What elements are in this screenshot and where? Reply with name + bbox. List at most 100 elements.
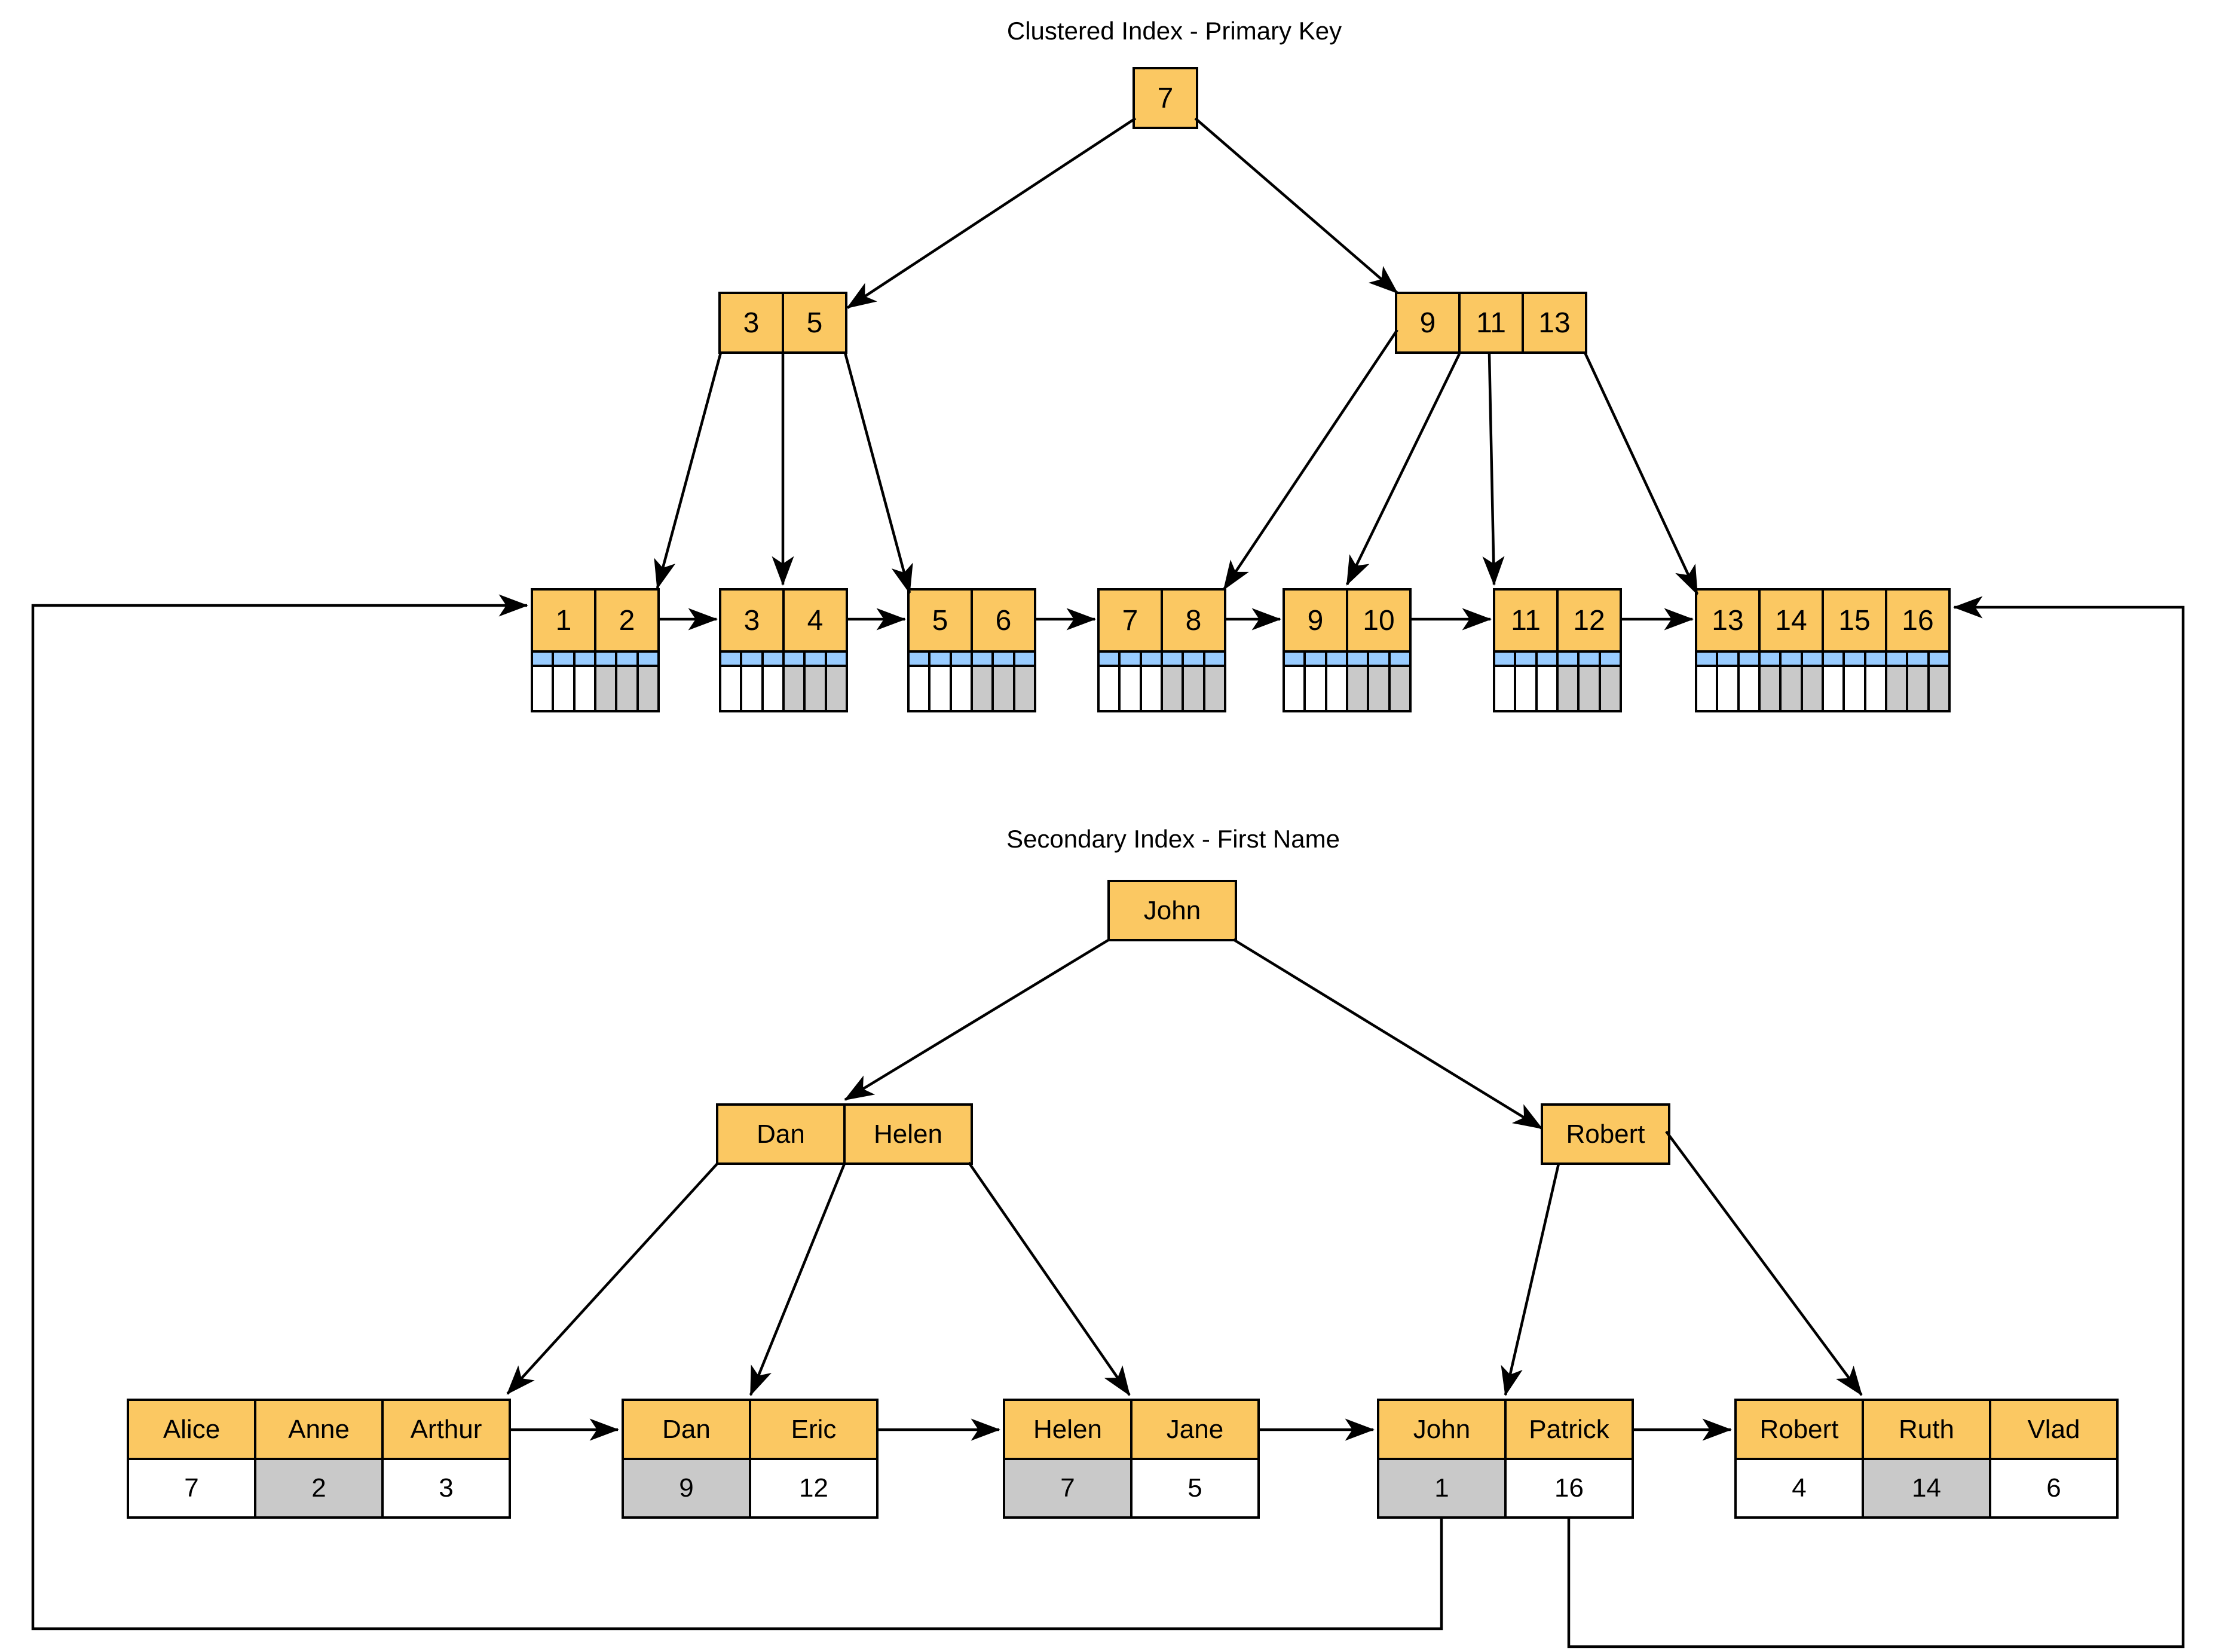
clustered-internal-node-b-key-cell: 9 xyxy=(1397,294,1458,351)
secondary-leaf-node-5-name-cell: Ruth xyxy=(1864,1401,1989,1458)
row-data-cell xyxy=(1761,667,1780,710)
internal-b-to-leaf-4 xyxy=(1223,329,1398,591)
row-pointer-cell xyxy=(910,653,929,665)
secondary-leaf-node-3-value-cell: 7 xyxy=(1005,1460,1130,1516)
row-pointer-cell xyxy=(763,653,782,665)
secondary-leaf-node-5-name-cell: Robert xyxy=(1737,1401,1862,1458)
clustered-internal-node-a-key-cell: 5 xyxy=(784,294,845,351)
row-data-cell xyxy=(1327,667,1346,710)
row-data-cell xyxy=(951,667,971,710)
row-data-cell xyxy=(1100,667,1119,710)
row-pointer-cell xyxy=(1121,653,1140,665)
clustered-leaf-node-4-data-row xyxy=(1100,667,1224,710)
clustered-internal-node-b-key-cell: 11 xyxy=(1461,294,1522,351)
row-pointer-cell xyxy=(1782,653,1801,665)
row-data-cell xyxy=(575,667,594,710)
clustered-leaf-node-5-pointer-row xyxy=(1285,653,1409,665)
row-pointer-cell xyxy=(575,653,594,665)
row-data-cell xyxy=(638,667,657,710)
row-pointer-cell xyxy=(1580,653,1599,665)
row-pointer-cell xyxy=(973,653,992,665)
clustered-leaf-node-7-key-cell: 15 xyxy=(1824,591,1885,650)
row-data-cell xyxy=(1782,667,1801,710)
secondary-leaf-node-3-name-cell: Helen xyxy=(1005,1401,1130,1458)
sec-internal-a-to-leaf-3 xyxy=(968,1161,1131,1396)
secondary-internal-node-a-key-cell: Helen xyxy=(846,1106,971,1162)
row-pointer-cell xyxy=(951,653,971,665)
row-pointer-cell xyxy=(638,653,657,665)
row-data-cell xyxy=(1929,667,1948,710)
row-data-cell xyxy=(931,667,950,710)
row-pointer-cell xyxy=(1802,653,1822,665)
clustered-leaf-node-3-key-cell: 5 xyxy=(910,591,971,650)
secondary-leaf-node-5-value-cell: 4 xyxy=(1737,1460,1862,1516)
row-data-cell xyxy=(1141,667,1161,710)
secondary-leaf-node-3-name-cell: Jane xyxy=(1133,1401,1257,1458)
row-data-cell xyxy=(1537,667,1556,710)
row-data-cell xyxy=(827,667,846,710)
row-pointer-cell xyxy=(1600,653,1620,665)
secondary-leaf-node-2-value-cell: 12 xyxy=(751,1460,876,1516)
secondary-leaf-node-5-value-cell: 6 xyxy=(1991,1460,2116,1516)
row-pointer-cell xyxy=(1697,653,1716,665)
sec-internal-a-to-leaf-1 xyxy=(506,1161,720,1395)
clustered-leaf-node-7-key-cell: 16 xyxy=(1887,591,1948,650)
secondary-leaf-node-1-value-cell: 2 xyxy=(256,1460,381,1516)
secondary-leaf-node-1-value-cell: 7 xyxy=(129,1460,254,1516)
row-data-cell xyxy=(994,667,1013,710)
row-pointer-cell xyxy=(1887,653,1906,665)
row-pointer-cell xyxy=(1824,653,1843,665)
row-data-cell xyxy=(763,667,782,710)
clustered-leaf-node-3-data-row xyxy=(910,667,1034,710)
clustered-leaf-node-3-pointer-row xyxy=(910,653,1034,665)
row-pointer-cell xyxy=(1739,653,1758,665)
row-data-cell xyxy=(1348,667,1367,710)
row-pointer-cell xyxy=(1184,653,1203,665)
secondary-leaf-node-2-name-cell: Eric xyxy=(751,1401,876,1458)
row-pointer-cell xyxy=(1718,653,1737,665)
secondary-leaf-node-4-value-cell: 16 xyxy=(1507,1460,1632,1516)
secondary-index-title: Secondary Index - First Name xyxy=(1006,825,1340,853)
row-pointer-cell xyxy=(1285,653,1304,665)
row-pointer-cell xyxy=(617,653,636,665)
secondary-internal-node-b: Robert xyxy=(1541,1103,1670,1165)
secondary-leaf-node-2-value-cell: 9 xyxy=(624,1460,749,1516)
clustered-leaf-node-7-key-cell: 14 xyxy=(1761,591,1822,650)
row-data-cell xyxy=(533,667,552,710)
row-data-cell xyxy=(1285,667,1304,710)
row-data-cell xyxy=(1824,667,1843,710)
row-data-cell xyxy=(1887,667,1906,710)
row-data-cell xyxy=(1697,667,1716,710)
secondary-root-to-internal-a xyxy=(844,938,1110,1101)
row-pointer-cell xyxy=(827,653,846,665)
row-data-cell xyxy=(1369,667,1388,710)
row-pointer-cell xyxy=(994,653,1013,665)
internal-b-to-leaf-5 xyxy=(1345,353,1461,586)
clustered-leaf-node-4-pointer-row xyxy=(1100,653,1224,665)
row-data-cell xyxy=(1908,667,1927,710)
row-pointer-cell xyxy=(1369,653,1388,665)
secondary-leaf-node-1-name-cell: Anne xyxy=(256,1401,381,1458)
clustered-root-node-key-cell: 7 xyxy=(1135,69,1196,127)
row-pointer-cell xyxy=(1845,653,1864,665)
row-data-cell xyxy=(1015,667,1034,710)
row-pointer-cell xyxy=(1537,653,1556,665)
